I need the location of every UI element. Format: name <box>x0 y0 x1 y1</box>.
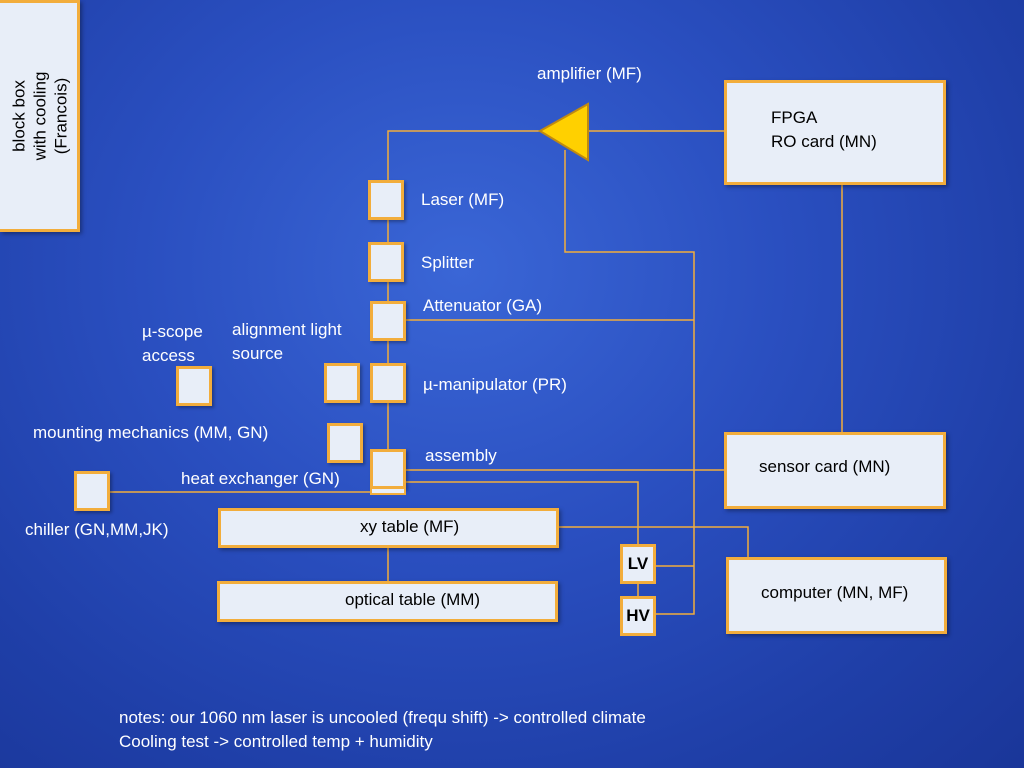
laser-label: Laser (MF) <box>421 190 505 209</box>
scope-box <box>176 366 212 406</box>
chiller-box <box>74 471 110 511</box>
laser-box <box>368 180 404 220</box>
alignment-line2: source <box>232 344 284 363</box>
manipulator-box <box>370 363 406 403</box>
fpga-line1: FPGA <box>771 108 818 127</box>
attenuator-label: Attenuator (GA) <box>423 296 543 315</box>
blackbox-line3: (Francois) <box>51 77 71 155</box>
amplifier-triangle-icon <box>538 102 589 162</box>
manipulator-label: µ-manipulator (PR) <box>423 375 567 394</box>
scope-line1: µ-scope <box>142 322 203 341</box>
optical-table-box <box>217 581 558 622</box>
blackbox-line1: block box <box>9 80 29 152</box>
mounting-box <box>327 423 363 463</box>
sensor-card-box <box>724 432 946 509</box>
alignment-line1: alignment light <box>232 320 342 339</box>
assembly-box <box>370 449 406 489</box>
fpga-line2: RO card (MN) <box>771 132 877 151</box>
chiller-label: chiller (GN,MM,JK) <box>25 520 169 539</box>
computer-box <box>726 557 947 634</box>
heat-exchanger-label: heat exchanger (GN) <box>181 469 340 488</box>
scope-line2: access <box>142 346 195 365</box>
fpga-box <box>724 80 946 185</box>
sensor-card-label: sensor card (MN) <box>759 457 891 476</box>
splitter-label: Splitter <box>421 253 474 272</box>
notes-line1: notes: our 1060 nm laser is uncooled (fr… <box>119 708 646 727</box>
blackbox-box <box>0 0 80 232</box>
lv-box: LV <box>620 544 656 584</box>
alignment-box <box>324 363 360 403</box>
assembly-label: assembly <box>425 446 497 465</box>
heat-exchanger-plate <box>370 487 406 495</box>
xy-table-box <box>218 508 559 548</box>
attenuator-box <box>370 301 406 341</box>
blackbox-label: block box with cooling (Francois) <box>9 72 72 161</box>
splitter-box <box>368 242 404 282</box>
xy-table-label: xy table (MF) <box>360 517 460 536</box>
mounting-label: mounting mechanics (MM, GN) <box>33 423 269 442</box>
notes-line2: Cooling test -> controlled temp + humidi… <box>119 732 433 751</box>
optical-table-label: optical table (MM) <box>345 590 481 609</box>
hv-box: HV <box>620 596 656 636</box>
amplifier-label: amplifier (MF) <box>537 64 642 83</box>
computer-label: computer (MN, MF) <box>761 583 909 602</box>
blackbox-line2: with cooling <box>30 71 50 161</box>
